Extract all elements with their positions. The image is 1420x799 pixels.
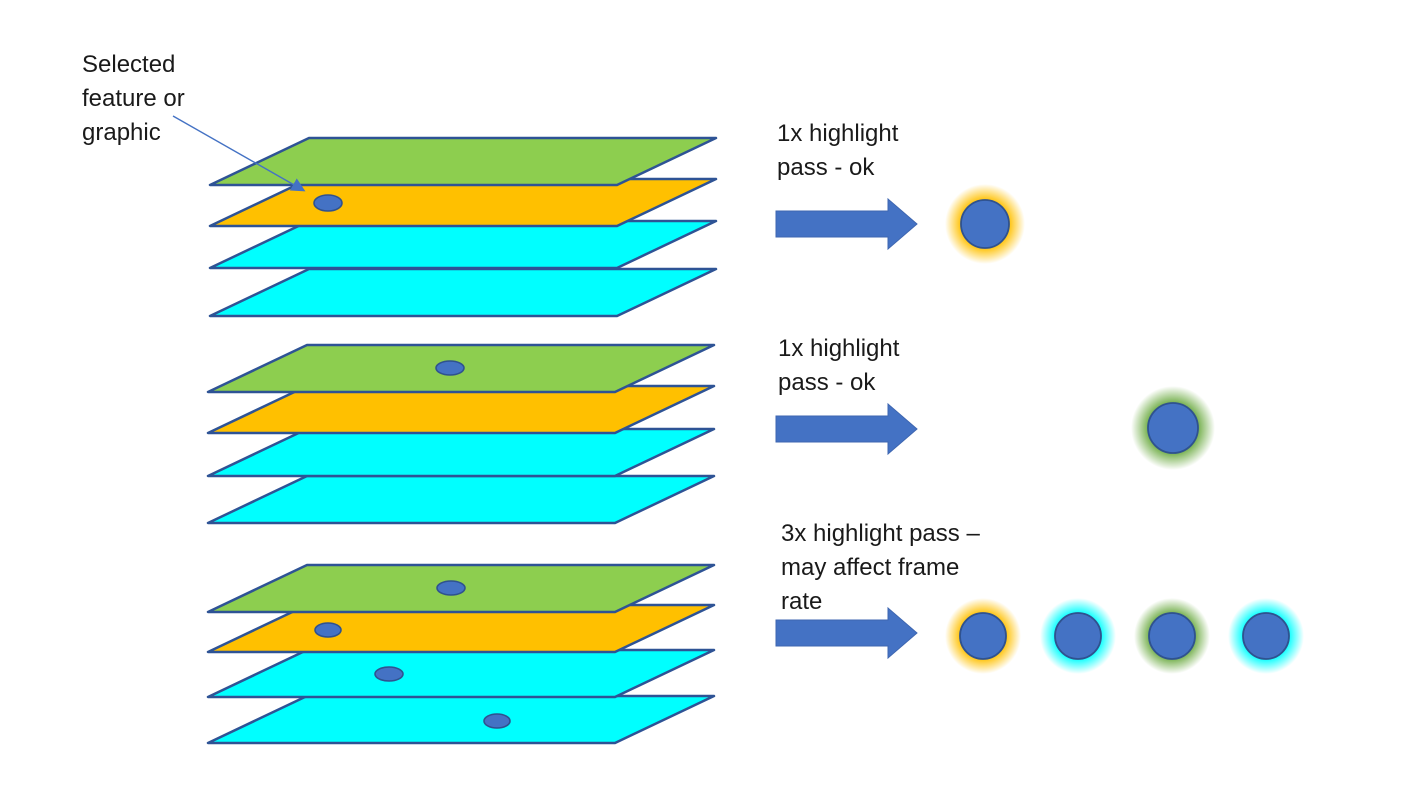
stack3-layer-orange (206, 603, 716, 654)
row2-label-line2: pass - ok (778, 369, 876, 396)
row1-right-arrow-icon (775, 197, 918, 251)
annotation-label-line1: Selected (82, 51, 176, 78)
stack1-layer-orange (208, 177, 718, 228)
annotation-label-line3: graphic (82, 119, 161, 146)
stack2-layer-cyan-upper (206, 427, 716, 478)
row3-label: 3x highlight pass – may affect frame rat… (781, 517, 980, 619)
stack3-green-feature-dot (436, 580, 466, 596)
stack3-layer-cyan-bottom (206, 694, 716, 745)
stack3-layer-cyan-upper (206, 648, 716, 699)
stack3-cyan-upper-feature-dot (374, 666, 404, 682)
row3-label-line3: rate (781, 588, 823, 615)
row3-result-highlights (945, 598, 1304, 674)
stack1-layer-green (208, 136, 718, 187)
annotation-label-line2: feature or (82, 85, 185, 112)
highlighted-feature-circle (960, 199, 1010, 249)
stack3-orange-feature-dot (314, 622, 342, 638)
highlighted-feature-circle (1148, 612, 1196, 660)
row2-label: 1x highlight pass - ok (778, 332, 899, 400)
stack2-layer-cyan-bottom (206, 474, 716, 525)
layer-stack-1 (208, 136, 718, 318)
highlighted-feature-circle (1054, 612, 1102, 660)
highlighted-feature-circle (1242, 612, 1290, 660)
row1-label-line1: 1x highlight (777, 120, 899, 147)
row1-label: 1x highlight pass - ok (777, 117, 898, 185)
layer-stack-2 (206, 343, 716, 525)
row2-label-line1: 1x highlight (778, 335, 900, 362)
row3-label-line2: may affect frame (781, 554, 960, 581)
stack1-layer-cyan-bottom (208, 267, 718, 318)
row2-result-highlight (1131, 386, 1215, 470)
row3-right-arrow-icon (775, 606, 918, 660)
row1-label-line2: pass - ok (777, 154, 875, 181)
annotation-label: Selected feature or graphic (82, 48, 185, 150)
stack1-layer-cyan-upper (208, 219, 718, 270)
stack1-selected-feature-dot (313, 194, 343, 212)
row3-label-line1: 3x highlight pass – (781, 520, 980, 547)
stack2-selected-feature-dot (435, 360, 465, 376)
stack3-cyan-bottom-feature-dot (483, 713, 511, 729)
row1-result-highlight (945, 184, 1025, 264)
annotation-leader-arrow (172, 115, 306, 192)
stack2-layer-orange (206, 384, 716, 435)
highlighted-feature-circle (959, 612, 1007, 660)
highlighted-feature-circle (1147, 402, 1199, 454)
layer-stack-3 (206, 563, 716, 745)
row2-right-arrow-icon (775, 402, 918, 456)
